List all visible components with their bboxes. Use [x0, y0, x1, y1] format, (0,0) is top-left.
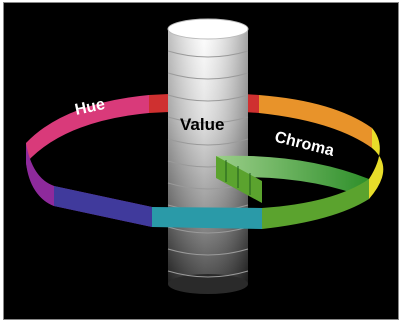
- hue-segment-cyan: [152, 207, 262, 229]
- chroma-wedge: [216, 155, 369, 203]
- hue-label: Hue: [73, 96, 106, 119]
- diagram-frame: Hue Value Chroma: [3, 2, 399, 320]
- munsell-color-diagram: Hue Value Chroma: [26, 18, 384, 294]
- value-cylinder-top: [167, 18, 249, 40]
- hue-segment-magenta: [26, 95, 149, 163]
- hue-segment-blue: [54, 186, 152, 227]
- hue-segment-red: [149, 94, 169, 113]
- hue-segment-orange: [259, 95, 372, 148]
- chroma-label: Chroma: [273, 129, 336, 160]
- hue-segment-yellow: [369, 128, 384, 199]
- hue-segment-green: [262, 179, 369, 229]
- value-label: Value: [180, 115, 224, 134]
- hue-ring-front: [26, 128, 384, 229]
